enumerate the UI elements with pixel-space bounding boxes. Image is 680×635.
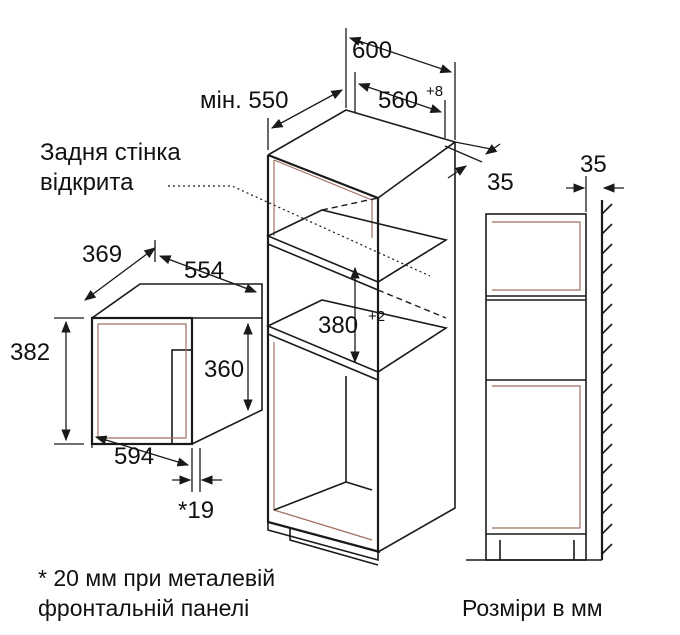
cabinet-front-right [267,153,380,552]
label-369: 369 [82,241,122,268]
cabinet-plinth [267,522,379,562]
label-600: 600 [352,37,392,64]
side-section-drawing [466,176,624,561]
dim-594-line [94,435,190,467]
dim-554-line [158,255,258,293]
cabinet-front-left [266,155,381,554]
dim-600-line [348,36,453,74]
back-wall-leader [168,185,431,277]
label-back-wall-line2: відкрита [40,169,134,196]
label-35-wall: 35 [580,151,607,178]
dim-550-line [270,89,344,129]
label-554: 554 [184,257,224,284]
footnote-line2: фронтальній панелі [38,595,249,621]
cabinet-top [267,109,457,199]
label-back-wall-line1: Задня стінка [40,139,181,166]
label-560: 560 [378,87,418,114]
footnote-line1: * 20 мм при металевій [38,565,275,591]
microwave-door [97,323,187,439]
cabinet-dimensions [168,28,501,364]
microwave-front [90,316,194,446]
microwave-control-panel [171,349,193,445]
cabinet-drawing [266,109,457,566]
open-back-dashes-lower [377,289,447,373]
label-380-tolerance: +2 [368,308,385,325]
label-380: 380 [318,312,358,339]
label-19-footnote-ref: *19 [178,497,214,524]
label-594: 594 [114,443,154,470]
label-35-right: 35 [487,169,514,196]
label-382: 382 [10,339,50,366]
dim-369-line [84,247,156,301]
microwave-dimensions [54,240,258,492]
wall-hatching [601,203,613,555]
microwave-side [191,317,263,445]
microwave-top [91,283,263,319]
label-560-tolerance: +8 [426,83,443,100]
label-min-550: мін. 550 [200,87,288,114]
shelf-upper [266,209,449,283]
label-360: 360 [204,356,244,383]
cabinet-side [377,142,456,553]
side-cabinet-outline [485,213,587,561]
open-back-dashes-upper [321,197,447,283]
lower-compartment-floor [273,481,373,511]
units-note: Розміри в мм [462,595,603,621]
dim-560-line [357,82,443,114]
